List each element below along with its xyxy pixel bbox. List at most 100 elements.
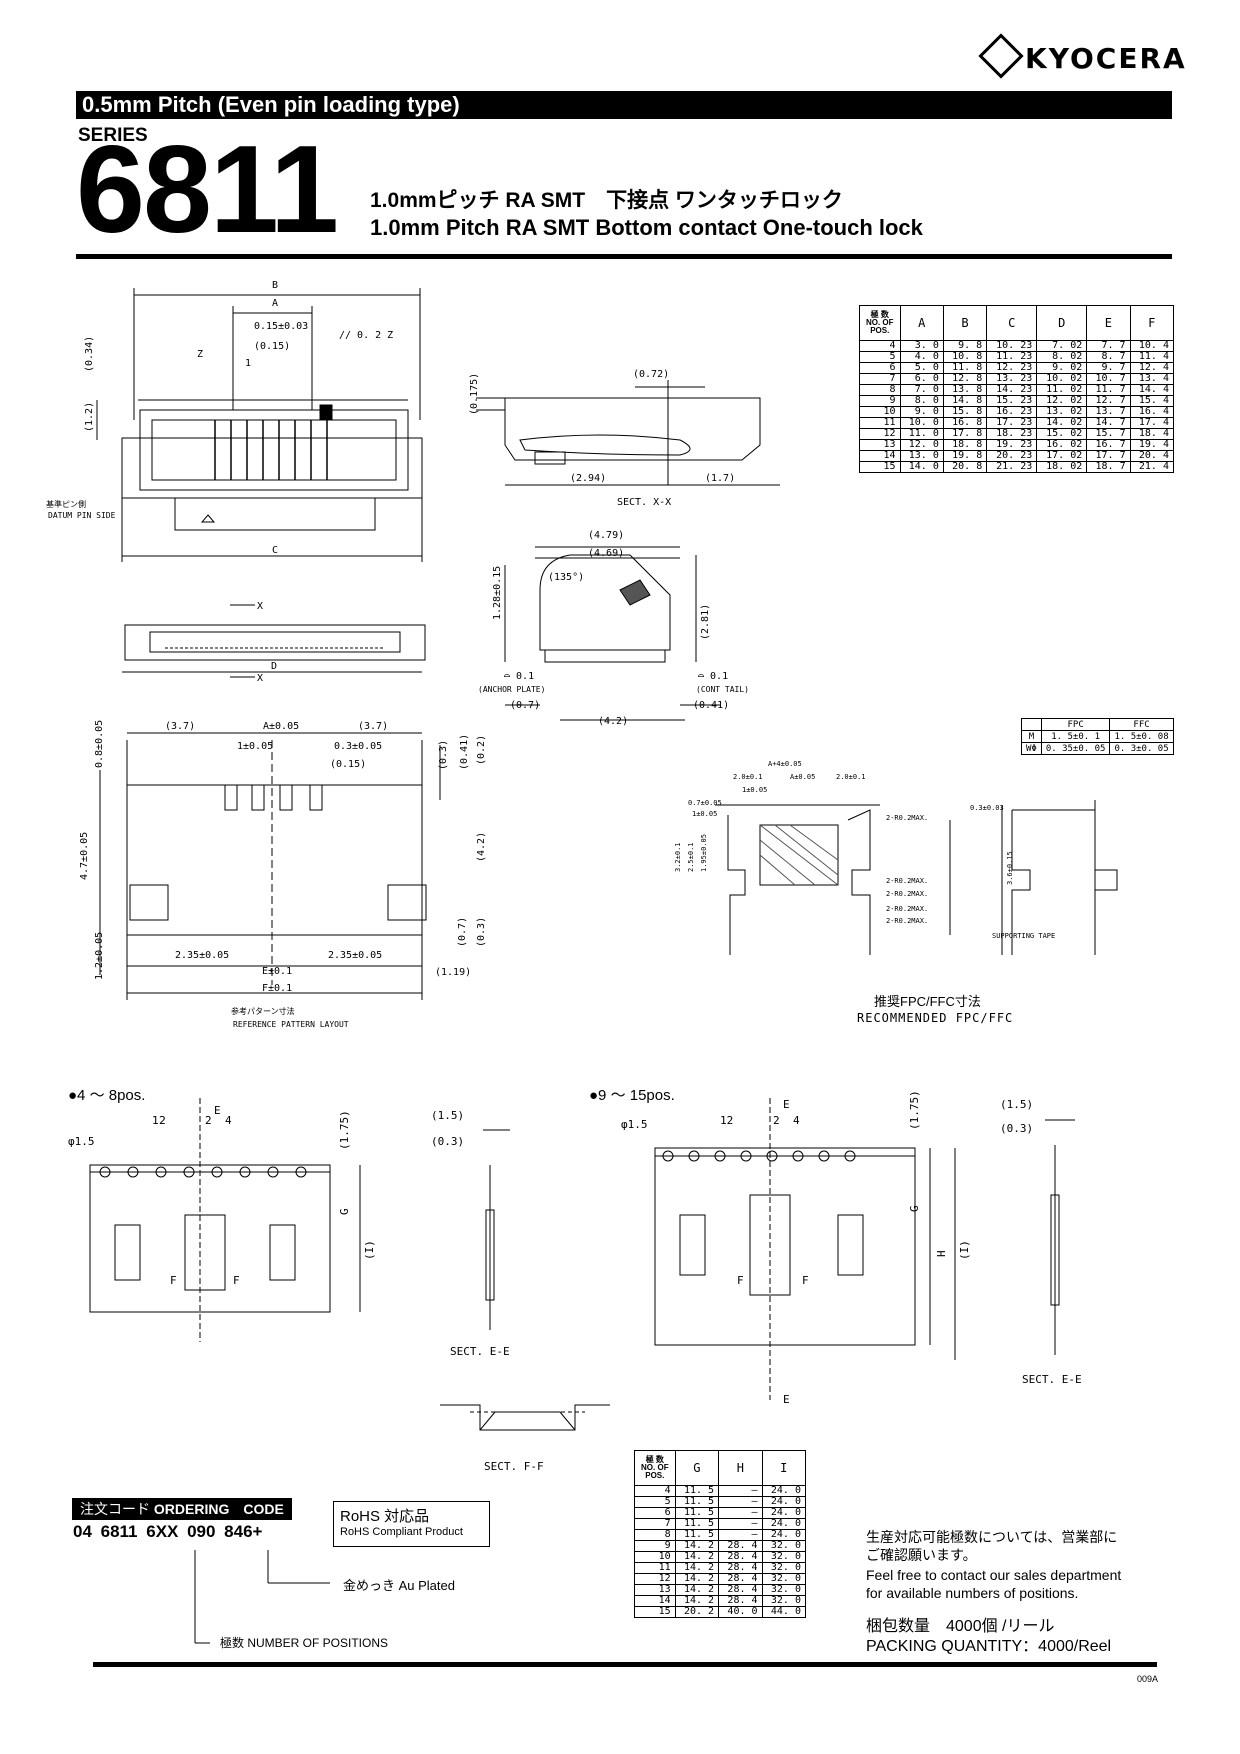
table-cell: 0. 35±0. 05 — [1040, 742, 1111, 755]
table-cell: 32. 0 — [761, 1595, 807, 1607]
dim-p37-right: (3.7) — [358, 721, 388, 732]
dim-p281: (2.81) — [700, 604, 711, 640]
reel-b-g: G — [908, 1205, 921, 1212]
table-cell — [1021, 718, 1042, 731]
table-cell: 18. 02 — [1036, 461, 1088, 473]
dim-p03b: (0.3) — [476, 917, 487, 947]
table-cell: 11. 02 — [1036, 384, 1088, 396]
reel-a-2: 2 — [205, 1114, 212, 1127]
dim-f01: F±0.1 — [262, 983, 292, 994]
fpc-32: 3.2±0.1 — [674, 842, 682, 872]
rohs-title: RoHS 対応品 — [340, 1508, 430, 1525]
table-cell: FPC — [1040, 718, 1111, 731]
footer-rule — [93, 1662, 1157, 1667]
flatness: // 0. 2 Z — [339, 330, 393, 341]
table-cell: 10. 23 — [986, 340, 1038, 352]
dim-e01: E±0.1 — [262, 966, 292, 977]
table-cell: 14. 0 — [899, 461, 944, 473]
sect-ee-left: SECT. E-E — [450, 1345, 510, 1358]
table-cell: 19. 23 — [986, 439, 1038, 451]
anchor-plate: (ANCHOR PLATE) — [478, 685, 545, 694]
dim-p07b: (0.7) — [457, 917, 468, 947]
table-cell: M — [1021, 730, 1042, 743]
table-cell: 17. 02 — [1036, 450, 1088, 462]
table-cell: — — [718, 1518, 763, 1530]
table-cell: 17. 8 — [942, 428, 988, 440]
table-cell: 14. 2 — [674, 1540, 720, 1552]
au-plated-label: 金めっき Au Plated — [343, 1578, 455, 1593]
table-cell: 14. 2 — [674, 1595, 720, 1607]
table-cell: 5 — [859, 351, 901, 363]
fpc-105: 1±0.05 — [692, 810, 717, 818]
fpc-195: 1.95±0.05 — [700, 834, 708, 872]
dim-p041b: (0.41) — [459, 734, 470, 770]
table-cell: 5. 0 — [899, 362, 944, 374]
reel-b-p03: (0.3) — [1000, 1122, 1033, 1135]
reference-pattern — [99, 732, 441, 1000]
geom-01-left: ⌓ 0.1 — [504, 671, 534, 682]
table-cell: 15. 4 — [1129, 395, 1175, 407]
fpc-36: 3.6±0.15 — [1006, 851, 1014, 885]
table-cell: 20. 8 — [942, 461, 988, 473]
reel-b-e-bottom: E — [783, 1393, 790, 1406]
dim-p12: (1.2) — [84, 402, 95, 432]
table-cell: 1. 5±0. 1 — [1040, 730, 1111, 743]
table-cell: 15. 02 — [1036, 428, 1088, 440]
table-cell: 11. 0 — [899, 428, 944, 440]
table-cell: 16. 8 — [942, 417, 988, 429]
table-cell: 32. 0 — [761, 1573, 807, 1585]
table-cell: 24. 0 — [761, 1507, 807, 1519]
table-cell: 8. 7 — [1086, 351, 1131, 363]
dim-p015: (0.15) — [254, 341, 290, 352]
table-cell: 6. 0 — [899, 373, 944, 385]
dim-p072: (0.72) — [633, 369, 669, 380]
front-view — [122, 604, 426, 678]
reel-b-175: (1.75) — [908, 1090, 921, 1130]
table-cell: 16. 4 — [1129, 406, 1175, 418]
table-cell: 12 — [859, 428, 901, 440]
reel-b-i: (I) — [958, 1240, 971, 1260]
positions-9-15: ●9 ～ 15pos. — [589, 1087, 675, 1104]
fpc-20b: 2.0±0.1 — [836, 773, 866, 781]
table-cell: 11. 23 — [986, 351, 1038, 363]
table-cell: 11. 8 — [942, 362, 988, 374]
packing-quantity-jp: 梱包数量 4000個 /リール — [866, 1618, 1055, 1635]
table-cell: 14. 7 — [1086, 417, 1131, 429]
table-cell: 16. 7 — [1086, 439, 1131, 451]
table-cell: 32. 0 — [761, 1562, 807, 1574]
dim-p17: (1.7) — [705, 473, 735, 484]
table-cell: 17. 4 — [1129, 417, 1175, 429]
sect-ff: SECT. F-F — [484, 1460, 544, 1473]
table-cell: 13. 23 — [986, 373, 1038, 385]
table-cell: 32. 0 — [761, 1551, 807, 1563]
ordering-leaders — [194, 1550, 330, 1644]
table-cell: 12. 7 — [1086, 395, 1131, 407]
reel-a-175: (1.75) — [338, 1110, 351, 1150]
dim-tol015: 0.15±0.03 — [254, 321, 308, 332]
table-cell: 19. 8 — [942, 450, 988, 462]
reel-a-f-right: F — [233, 1274, 240, 1287]
fpc-a005: A±0.05 — [790, 773, 815, 781]
table-cell: 24. 0 — [761, 1485, 807, 1497]
reel-4-8pos — [89, 1098, 361, 1342]
reel-b-phi: φ1.5 — [621, 1118, 648, 1131]
dim-235-right: 2.35±0.05 — [328, 950, 382, 961]
number-of-positions-label: 極数 NUMBER OF POSITIONS — [220, 1636, 389, 1650]
table-cell: 8. 02 — [1036, 351, 1088, 363]
